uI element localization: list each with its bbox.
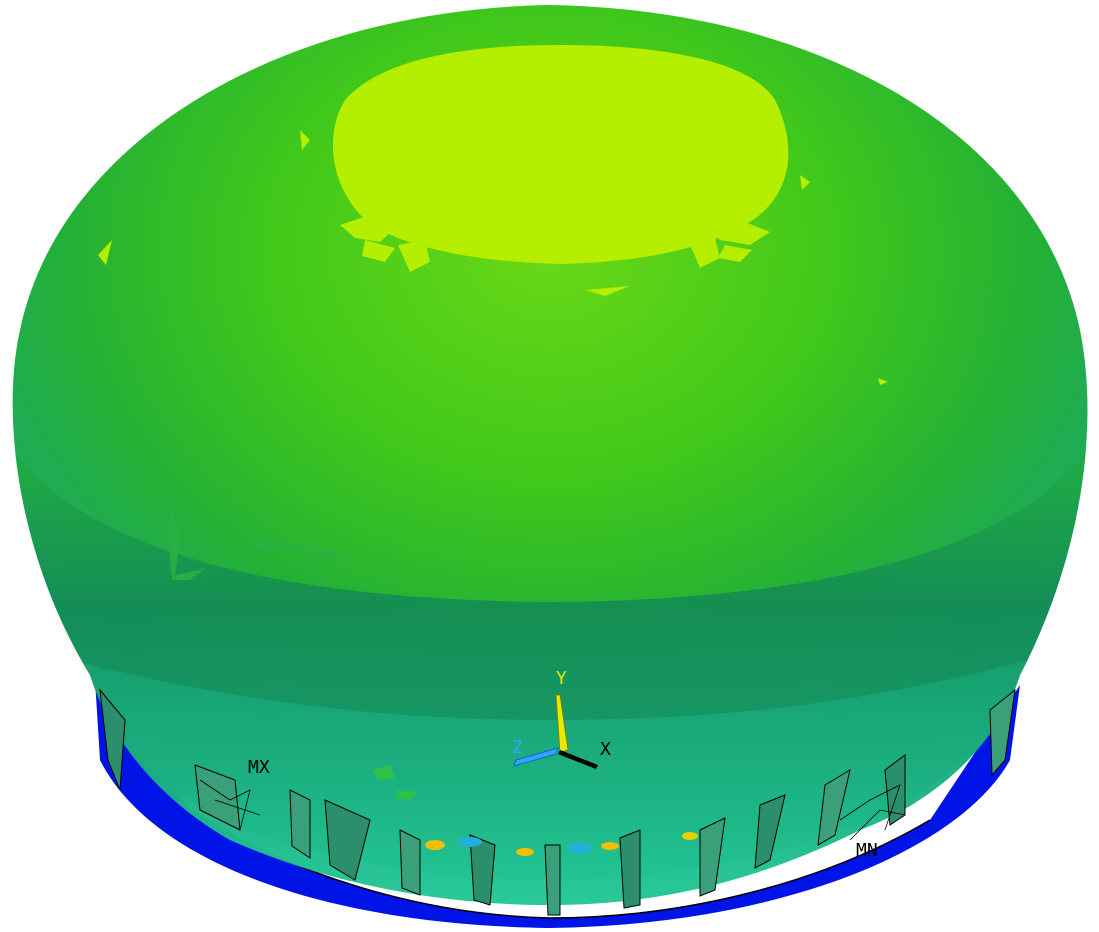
x-axis-label: X bbox=[600, 739, 611, 760]
x-axis-arrow bbox=[558, 750, 598, 769]
y-axis-arrow bbox=[555, 694, 569, 753]
stiffener-plates bbox=[99, 688, 1016, 916]
max-marker-label: MX bbox=[248, 757, 270, 778]
z-axis-arrow bbox=[513, 747, 559, 767]
axis-triad: Y X Z bbox=[512, 668, 611, 769]
y-axis-label: Y bbox=[556, 668, 567, 689]
z-axis-label: Z bbox=[512, 737, 523, 758]
min-marker-label: MN bbox=[856, 840, 878, 861]
top-cap-contour bbox=[98, 45, 888, 385]
